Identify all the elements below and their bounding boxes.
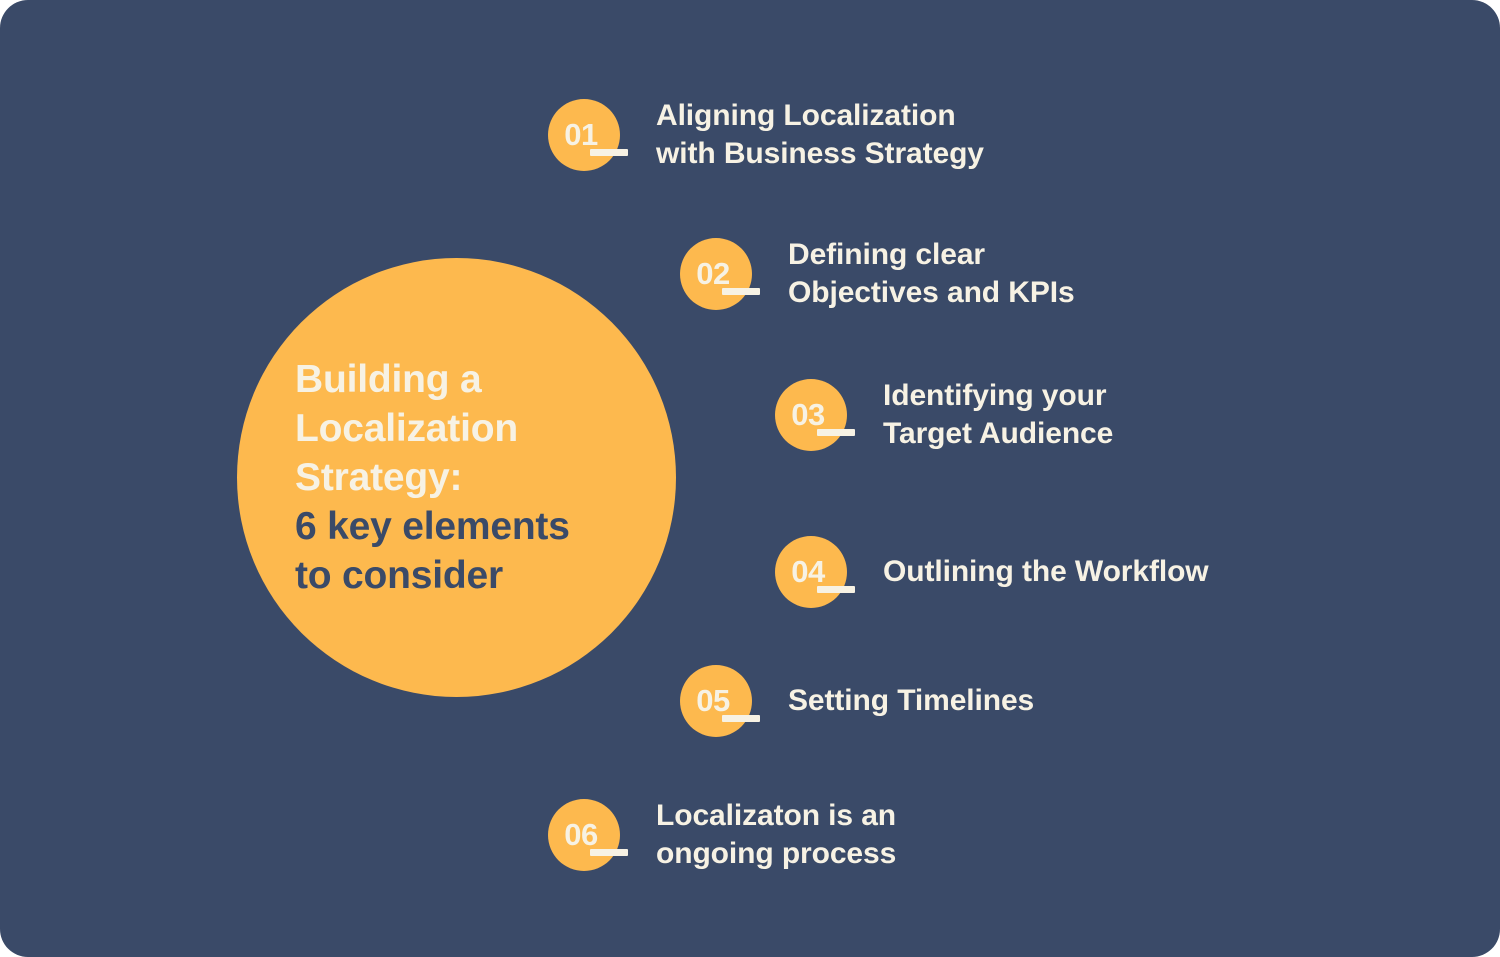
list-item-01: 01 Aligning Localization with Business S… xyxy=(548,97,984,174)
badge-number-label: 01 xyxy=(564,117,598,153)
badge-number-label: 06 xyxy=(564,817,598,853)
number-badge-05: 05 xyxy=(680,665,760,737)
number-badge-03: 03 xyxy=(775,379,855,452)
list-item-label: Identifying your Target Audience xyxy=(883,379,1114,451)
badge-number-label: 05 xyxy=(696,683,730,718)
number-badge-02: 02 xyxy=(680,238,760,311)
badge-number-label: 04 xyxy=(791,554,825,589)
list-item-04: 04 Outlining the Workflow xyxy=(775,536,1209,608)
underscore-icon xyxy=(817,586,855,593)
list-item-label: Aligning Localization with Business Stra… xyxy=(656,99,984,171)
underscore-icon xyxy=(722,715,760,722)
list-item-06: 06 Localizaton is an ongoing process xyxy=(548,797,896,874)
list-item-label: Setting Timelines xyxy=(788,683,1035,717)
list-item-03: 03 Identifying your Target Audience xyxy=(775,377,1113,454)
hub-subtitle-line-1: 6 key elements xyxy=(295,505,570,549)
list-item-05: 05 Setting Timelines xyxy=(680,665,1034,737)
hub-title-line-1: Building a xyxy=(295,357,482,401)
badge-number-label: 03 xyxy=(791,397,825,433)
central-hub-circle: Building a Localization Strategy: 6 key … xyxy=(237,258,676,697)
underscore-icon xyxy=(817,429,855,437)
hub-title-line-2: Localization xyxy=(295,406,518,450)
hub-title-line-3: Strategy: xyxy=(295,455,463,499)
list-item-label: Outlining the Workflow xyxy=(883,554,1209,588)
list-item-02: 02 Defining clear Objectives and KPIs xyxy=(680,236,1075,313)
number-badge-01: 01 xyxy=(548,99,628,172)
list-item-label: Defining clear Objectives and KPIs xyxy=(788,238,1075,310)
underscore-icon xyxy=(590,149,628,157)
list-item-label: Localizaton is an ongoing process xyxy=(656,799,897,871)
number-badge-06: 06 xyxy=(548,799,628,872)
hub-subtitle-line-2: to consider xyxy=(295,554,503,598)
underscore-icon xyxy=(590,849,628,857)
badge-number-label: 02 xyxy=(696,256,730,292)
underscore-icon xyxy=(722,288,760,296)
hub-title: Building a Localization Strategy: 6 key … xyxy=(237,355,570,601)
number-badge-04: 04 xyxy=(775,536,855,608)
